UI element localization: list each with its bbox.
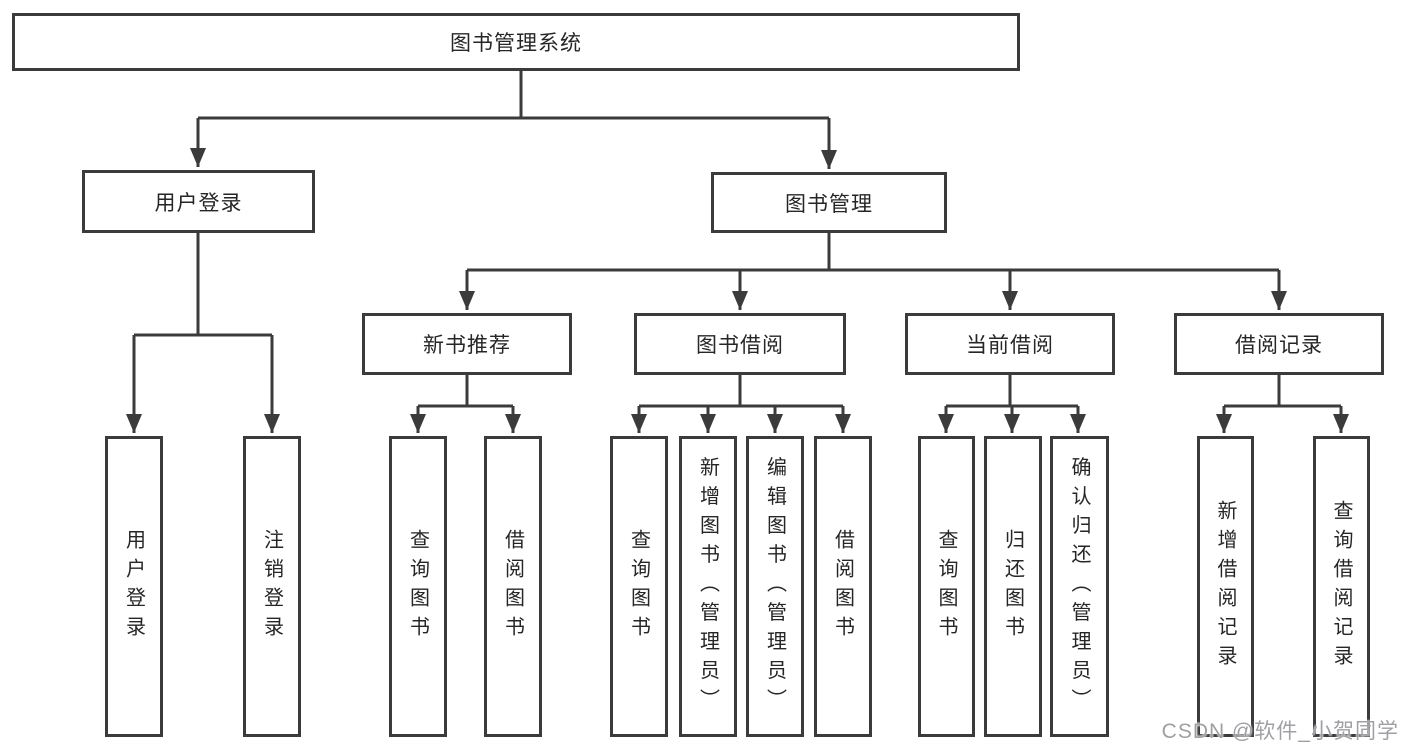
node-book-borrow-label: 图书借阅 [696,334,784,357]
node-borrow-records-label: 借阅记录 [1235,334,1323,357]
node-user-login: 用户登录 [82,170,315,233]
node-new-book-recommend-label: 新书推荐 [423,334,511,357]
leaf-borrow-books-recommend: 借阅图书 [484,436,542,737]
connector-user-login-trunk [134,233,272,337]
node-borrow-records: 借阅记录 [1174,313,1384,375]
leaf-add-borrow-record-label: 新增借阅记录 [1214,499,1236,674]
leaf-user-login: 用户登录 [105,436,163,737]
node-book-borrow: 图书借阅 [634,313,846,375]
connector-current-borrow-trunk [946,375,1078,408]
leaf-edit-book-admin-label: 编辑图书（管理员） [763,456,786,717]
leaf-query-borrow-record: 查询借阅记录 [1313,436,1370,737]
node-current-borrow: 当前借阅 [905,313,1115,375]
node-book-management-label: 图书管理 [785,192,873,216]
leaf-query-books-borrow-label: 查询图书 [627,528,650,645]
leaf-edit-book-admin: 编辑图书（管理员） [746,436,804,737]
leaf-add-book-admin: 新增图书（管理员） [679,436,737,737]
connector-new-book-trunk [418,375,513,408]
leaf-logout-label: 注销登录 [260,528,283,645]
leaf-logout: 注销登录 [243,436,301,737]
leaf-borrow-books-recommend-label: 借阅图书 [501,528,524,645]
leaf-query-books-recommend: 查询图书 [389,436,447,737]
leaf-user-login-label: 用户登录 [122,528,145,645]
node-root-label: 图书管理系统 [450,32,582,55]
csdn-watermark: CSDN @软件_小贺同学 [1161,720,1399,743]
leaf-add-borrow-record: 新增借阅记录 [1197,436,1254,737]
node-new-book-recommend: 新书推荐 [362,313,572,375]
leaf-confirm-return-admin: 确认归还（管理员） [1050,436,1109,737]
node-current-borrow-label: 当前借阅 [966,334,1054,357]
connector-borrow-records-trunk [1224,375,1341,408]
leaf-return-book: 归还图书 [984,436,1042,737]
connector-book-management-trunk [467,233,1279,272]
node-user-login-label: 用户登录 [154,191,243,215]
leaf-query-books-current-label: 查询图书 [935,528,957,645]
node-book-management: 图书管理 [711,172,947,233]
leaf-borrow-books-borrow-label: 借阅图书 [831,528,854,645]
leaf-query-books-borrow: 查询图书 [610,436,668,737]
leaf-add-book-admin-label: 新增图书（管理员） [696,456,719,717]
leaf-confirm-return-admin-label: 确认归还（管理员） [1068,456,1090,717]
leaf-return-book-label: 归还图书 [1001,528,1024,645]
connector-book-borrow-trunk [639,375,843,408]
connector-root-trunk [198,70,829,120]
leaf-query-books-recommend-label: 查询图书 [406,528,429,645]
leaf-query-borrow-record-label: 查询借阅记录 [1330,499,1352,674]
node-root-system: 图书管理系统 [12,13,1020,71]
leaf-query-books-current: 查询图书 [918,436,975,737]
leaf-borrow-books-borrow: 借阅图书 [814,436,872,737]
